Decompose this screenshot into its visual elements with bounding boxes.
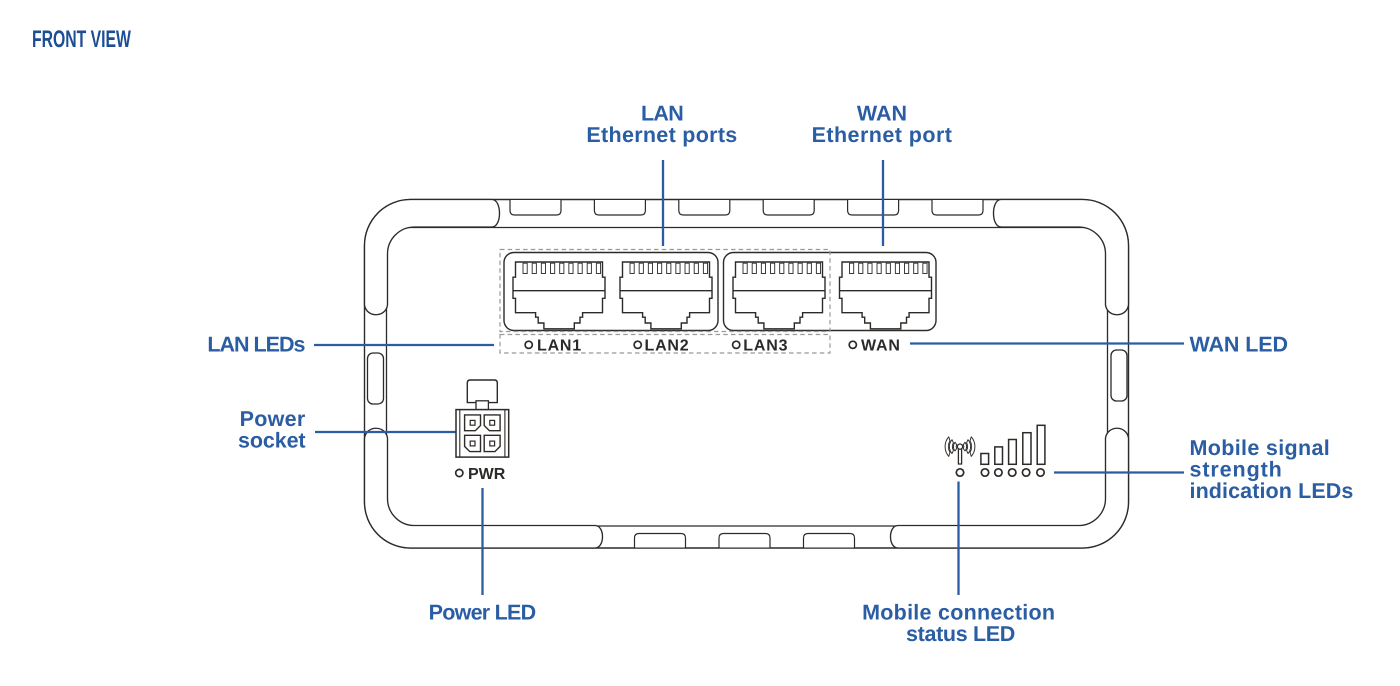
svg-text:LAN2: LAN2 bbox=[645, 338, 690, 355]
svg-text:FRONT VIEW: FRONT VIEW bbox=[32, 26, 131, 53]
svg-text:Ethernet port: Ethernet port bbox=[812, 123, 953, 147]
svg-text:Mobile connection: Mobile connection bbox=[862, 601, 1055, 625]
svg-text:Power: Power bbox=[240, 407, 306, 431]
svg-text:LAN3: LAN3 bbox=[743, 338, 788, 355]
svg-text:WAN: WAN bbox=[861, 338, 901, 355]
svg-text:WAN LED: WAN LED bbox=[1190, 333, 1288, 357]
svg-text:LAN LEDs: LAN LEDs bbox=[207, 333, 305, 357]
svg-text:LAN1: LAN1 bbox=[537, 338, 582, 355]
svg-text:Power LED: Power LED bbox=[429, 601, 536, 625]
svg-text:PWR: PWR bbox=[468, 466, 506, 483]
svg-text:Ethernet ports: Ethernet ports bbox=[586, 123, 737, 147]
svg-text:Mobile signal: Mobile signal bbox=[1190, 436, 1331, 460]
svg-text:strength: strength bbox=[1190, 458, 1283, 482]
svg-text:socket: socket bbox=[238, 428, 306, 452]
svg-text:status LED: status LED bbox=[906, 622, 1015, 646]
svg-text:LAN: LAN bbox=[641, 102, 683, 126]
svg-text:indication LEDs: indication LEDs bbox=[1190, 479, 1354, 503]
svg-text:WAN: WAN bbox=[857, 102, 907, 126]
